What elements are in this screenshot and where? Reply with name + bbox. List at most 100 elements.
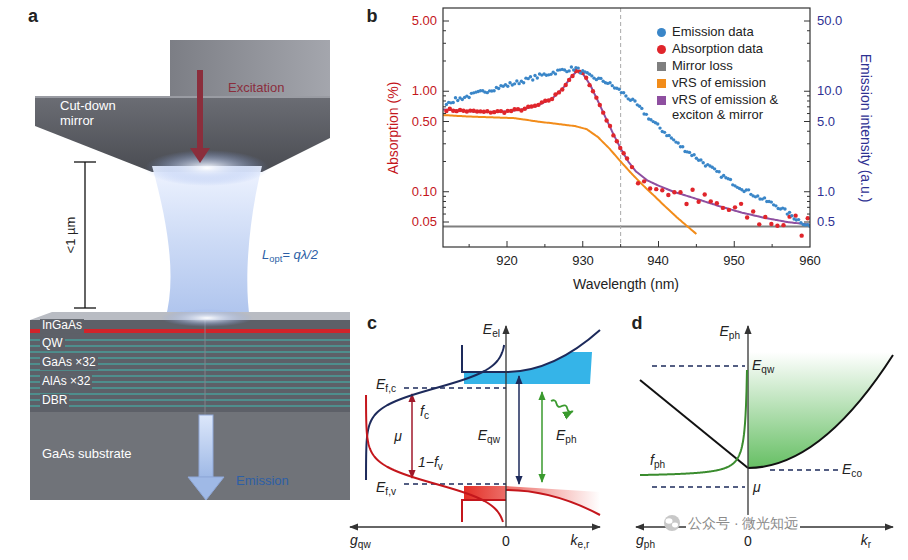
dimension-line	[84, 162, 85, 308]
label-text: 1.0	[817, 184, 835, 199]
absorption-point	[636, 181, 640, 185]
absorption-point	[739, 202, 743, 206]
absorption-point	[630, 165, 634, 169]
electron-occupation	[366, 345, 504, 480]
panel-letter: c	[367, 313, 377, 334]
level-label: Ef,v	[376, 479, 396, 498]
tick-label: 930	[572, 254, 594, 269]
label-text: DBR	[42, 393, 67, 407]
beam-glow	[145, 150, 269, 186]
absorption-point	[567, 78, 571, 82]
gap-arrow	[518, 376, 520, 484]
absorption-point	[611, 133, 615, 137]
emission-point	[617, 88, 620, 91]
label-text: 1.00	[412, 83, 437, 98]
absorption-point	[745, 215, 749, 219]
label-text: GaAs substrate	[42, 446, 132, 461]
legend-entry: vRS of emission & exciton & mirror	[657, 92, 804, 122]
emission-point	[497, 87, 500, 90]
dimension-cap	[74, 307, 96, 308]
label-text: 公众号 · 微光知远	[688, 515, 798, 531]
tick-label: 5.0	[817, 115, 835, 130]
emission-point	[729, 178, 732, 181]
photon-dispersion	[748, 355, 893, 468]
absorption-point	[751, 209, 755, 213]
subscript-text: c	[424, 410, 429, 421]
tick-label: 0.5	[817, 215, 835, 230]
absorption-point	[660, 188, 664, 192]
label-text: 5.0	[817, 114, 835, 129]
label-text: a	[28, 6, 38, 26]
axis-title: kr	[861, 532, 871, 551]
emission-point	[554, 72, 557, 75]
axis-title: Eph	[719, 323, 740, 342]
watermark-icon	[672, 523, 678, 528]
dbr-stack	[30, 320, 350, 412]
absorption-point	[591, 89, 595, 93]
level-line	[652, 365, 745, 367]
axis-title: Emission intensity (a.u.)	[858, 54, 874, 203]
emission-point	[640, 107, 643, 110]
axis-tick	[443, 121, 449, 122]
label-text: k	[571, 532, 578, 548]
absorption-point	[615, 139, 619, 143]
emission-point	[770, 200, 773, 203]
emission-point	[763, 196, 766, 199]
absorption-point	[703, 192, 707, 196]
emission-point	[788, 211, 791, 214]
emission-point	[536, 76, 539, 79]
photon-wave	[550, 399, 573, 413]
watermark-icon	[666, 518, 673, 524]
subscript-text: v	[438, 461, 443, 472]
emission-arrowhead	[188, 477, 224, 500]
electron-fill	[464, 352, 592, 384]
panel-letter: a	[28, 6, 38, 27]
label-text: 0.05	[412, 214, 437, 229]
emission-point	[452, 101, 455, 104]
mirror-loss-line	[443, 226, 810, 228]
label-text: k	[861, 532, 868, 548]
label-text: = qλ/2	[282, 247, 318, 262]
formula-label: Lopt= qλ/2	[262, 248, 318, 265]
absorption-point	[678, 190, 682, 194]
level-label: Eco	[842, 461, 862, 480]
absorption-point	[642, 179, 646, 183]
function-label: 1−fv	[418, 454, 443, 473]
label-text: μ	[753, 479, 761, 495]
emission-point	[515, 79, 518, 82]
emission-point	[692, 153, 695, 156]
subscript-text: r	[868, 539, 871, 550]
axis-tick	[658, 241, 659, 247]
label-text: E	[483, 321, 492, 337]
absorption-point	[594, 95, 598, 99]
legend-entry: vRS of emission	[657, 75, 804, 90]
axis-tick	[804, 121, 810, 122]
light-beam	[152, 166, 262, 320]
absorption-point	[763, 215, 767, 219]
label-text: d	[632, 313, 643, 333]
tick-label: 50.0	[817, 14, 842, 29]
legend-swatch	[657, 45, 666, 54]
emission-point	[774, 204, 777, 207]
label-text: Absorption (%)	[385, 82, 401, 175]
mirror-edge	[35, 96, 330, 98]
emission-point	[645, 113, 648, 116]
axis-title: gph	[636, 532, 655, 551]
absorption-point	[584, 76, 588, 80]
watermark-icon	[664, 515, 680, 531]
absorption-point	[709, 199, 713, 203]
label-text: 960	[799, 253, 821, 268]
axis-title: ke,r	[571, 532, 590, 551]
absorption-point	[672, 190, 676, 194]
axis-tick	[443, 21, 449, 22]
emission-point	[622, 91, 625, 94]
photon-dos	[640, 380, 748, 468]
label-text: E	[478, 427, 487, 443]
subscript-text: ph	[644, 539, 655, 550]
chart-legend: Emission dataAbsorption dataMirror lossv…	[657, 24, 804, 124]
absorption-point	[618, 146, 622, 150]
tick-label: 950	[723, 254, 745, 269]
emission-point	[790, 214, 793, 217]
axis-tick	[443, 91, 449, 92]
